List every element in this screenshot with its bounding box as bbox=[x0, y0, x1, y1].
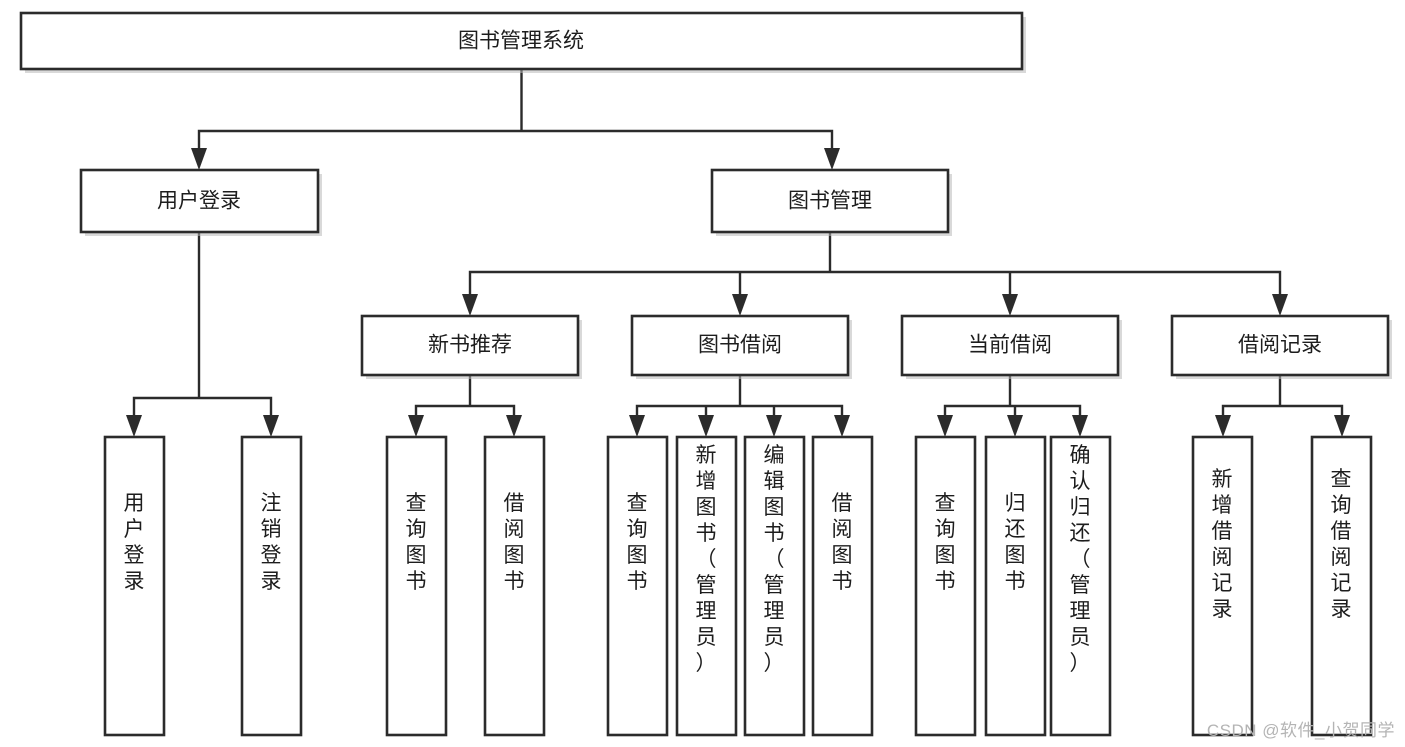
leaf-return-book-box bbox=[984, 435, 1047, 737]
connector-book-manage-bus bbox=[468, 230, 1282, 298]
node-book-manage-box bbox=[710, 168, 950, 234]
leaf-edit-book-box bbox=[743, 435, 806, 737]
arrowhead-root-to-book-manage bbox=[824, 148, 840, 170]
node-book-manage[interactable]: 图书管理 bbox=[710, 168, 952, 236]
arrowhead-bookmanage-to-bookborrow bbox=[732, 294, 748, 316]
arrowhead-bookmanage-to-newbook bbox=[462, 294, 478, 316]
connector-user-login-bus bbox=[132, 230, 273, 419]
leaf-return-book-label: 归还图书 bbox=[1005, 492, 1026, 593]
node-new-book-recommend-label: 新书推荐 bbox=[428, 334, 512, 357]
leaf-add-borrow-record-box bbox=[1191, 435, 1254, 737]
leaf-user-login-label: 用户登录 bbox=[124, 492, 145, 593]
leaf-user-logout-label: 注销登录 bbox=[261, 492, 282, 593]
connector-newbook-bus bbox=[414, 373, 516, 419]
leaf-query-book-1-box bbox=[385, 435, 448, 737]
arrowhead-userlogin-to-leaf2 bbox=[263, 415, 279, 437]
leaf-add-book-box bbox=[675, 435, 738, 737]
leaf-borrow-book-1-label: 借阅图书 bbox=[504, 492, 525, 593]
arrowhead-currentborrow-to-leaf1 bbox=[937, 415, 953, 437]
node-new-book-recommend[interactable]: 新书推荐 bbox=[360, 314, 582, 379]
connector-root-bus bbox=[197, 67, 834, 152]
leaf-confirm-return[interactable]: 确认归还（管理员） bbox=[1049, 435, 1112, 737]
leaf-query-book-3[interactable]: 查询图书 bbox=[914, 435, 977, 737]
leaf-confirm-return-label: 确认归还（管理员） bbox=[1070, 444, 1091, 675]
leaf-query-borrow-record[interactable]: 查询借阅记录 bbox=[1310, 435, 1373, 737]
leaf-query-book-2[interactable]: 查询图书 bbox=[606, 435, 669, 737]
node-current-borrow-label: 当前借阅 bbox=[968, 334, 1052, 357]
node-book-manage-label: 图书管理 bbox=[788, 190, 872, 213]
arrowhead-bookborrow-to-leaf4 bbox=[834, 415, 850, 437]
arrowhead-bookmanage-to-borrowrecord bbox=[1272, 294, 1288, 316]
node-root-box bbox=[19, 11, 1024, 71]
connector-currentborrow-bus bbox=[943, 373, 1082, 419]
leaf-add-borrow-record[interactable]: 新增借阅记录 bbox=[1191, 435, 1254, 737]
leaf-query-borrow-record-box bbox=[1310, 435, 1373, 737]
watermark-text: CSDN @软件_小贺同学 bbox=[1206, 721, 1395, 740]
arrowhead-currentborrow-to-leaf2 bbox=[1007, 415, 1023, 437]
leaf-query-book-2-box bbox=[606, 435, 669, 737]
leaf-query-book-1[interactable]: 查询图书 bbox=[385, 435, 448, 737]
node-book-borrow[interactable]: 图书借阅 bbox=[630, 314, 852, 379]
connector-bookborrow-bus bbox=[635, 373, 844, 419]
node-current-borrow[interactable]: 当前借阅 bbox=[900, 314, 1122, 379]
arrowhead-bookmanage-to-currentborrow bbox=[1002, 294, 1018, 316]
node-book-borrow-box bbox=[630, 314, 850, 377]
leaf-user-login-box bbox=[103, 435, 166, 737]
node-borrow-record[interactable]: 借阅记录 bbox=[1170, 314, 1392, 379]
arrowhead-root-to-user-login bbox=[191, 148, 207, 170]
node-current-borrow-box bbox=[900, 314, 1120, 377]
leaf-user-logout-box bbox=[240, 435, 303, 737]
leaf-borrow-book-2-box bbox=[811, 435, 874, 737]
leaf-user-login[interactable]: 用户登录 bbox=[103, 435, 166, 737]
arrowhead-bookborrow-to-leaf2 bbox=[698, 415, 714, 437]
arrowhead-currentborrow-to-leaf3 bbox=[1072, 415, 1088, 437]
leaf-edit-book[interactable]: 编辑图书（管理员） bbox=[743, 435, 806, 737]
node-new-book-recommend-box bbox=[360, 314, 580, 377]
connector-borrowrecord-bus bbox=[1221, 373, 1344, 419]
node-borrow-record-box bbox=[1170, 314, 1390, 377]
node-user-login-box bbox=[79, 168, 320, 234]
node-borrow-record-label: 借阅记录 bbox=[1238, 334, 1322, 357]
node-root[interactable]: 图书管理系统 bbox=[19, 11, 1026, 73]
leaf-confirm-return-box bbox=[1049, 435, 1112, 737]
leaf-add-book-label: 新增图书（管理员） bbox=[696, 444, 717, 675]
arrowhead-borrowrecord-to-leaf1 bbox=[1215, 415, 1231, 437]
arrowhead-newbook-to-leaf1 bbox=[408, 415, 424, 437]
leaf-borrow-book-2-label: 借阅图书 bbox=[832, 492, 853, 593]
node-root-label: 图书管理系统 bbox=[458, 30, 584, 53]
leaf-return-book[interactable]: 归还图书 bbox=[984, 435, 1047, 737]
node-user-login[interactable]: 用户登录 bbox=[79, 168, 322, 236]
leaf-query-book-3-box bbox=[914, 435, 977, 737]
arrowhead-newbook-to-leaf2 bbox=[506, 415, 522, 437]
leaf-user-logout[interactable]: 注销登录 bbox=[240, 435, 303, 737]
leaf-query-book-1-label: 查询图书 bbox=[406, 492, 427, 593]
leaf-add-borrow-record-label: 新增借阅记录 bbox=[1212, 468, 1233, 621]
leaf-query-book-3-label: 查询图书 bbox=[935, 492, 956, 593]
leaf-borrow-book-1[interactable]: 借阅图书 bbox=[483, 435, 546, 737]
leaf-borrow-book-1-box bbox=[483, 435, 546, 737]
leaf-query-book-2-label: 查询图书 bbox=[627, 492, 648, 593]
arrowhead-userlogin-to-leaf1 bbox=[126, 415, 142, 437]
leaf-add-book[interactable]: 新增图书（管理员） bbox=[675, 435, 738, 737]
arrowhead-bookborrow-to-leaf3 bbox=[766, 415, 782, 437]
node-user-login-label: 用户登录 bbox=[157, 190, 241, 213]
node-book-borrow-label: 图书借阅 bbox=[698, 334, 782, 357]
leaf-query-borrow-record-label: 查询借阅记录 bbox=[1331, 468, 1352, 621]
arrowhead-borrowrecord-to-leaf2 bbox=[1334, 415, 1350, 437]
connector-layer bbox=[126, 67, 1350, 437]
leaf-edit-book-label: 编辑图书（管理员） bbox=[764, 444, 785, 675]
leaf-borrow-book-2[interactable]: 借阅图书 bbox=[811, 435, 874, 737]
arrowhead-bookborrow-to-leaf1 bbox=[629, 415, 645, 437]
